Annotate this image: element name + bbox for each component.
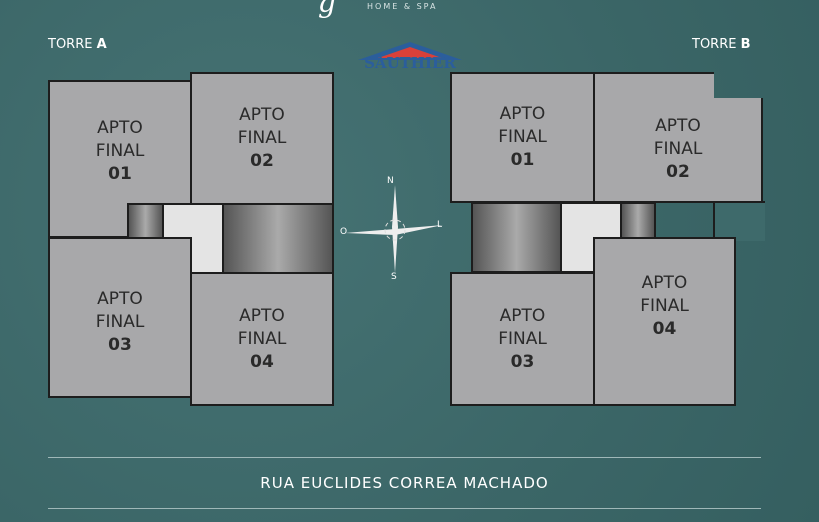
street-line-top	[48, 457, 761, 458]
compass-s: S	[391, 272, 397, 282]
torre-a-core-right	[222, 203, 334, 274]
torre-b-notch	[713, 201, 765, 241]
sauthier-logo: SAUTHIER	[358, 38, 462, 74]
torre-b-label: TORRE B	[692, 37, 751, 52]
street-line-bottom	[48, 508, 761, 509]
compass-rose-icon	[345, 185, 445, 279]
brand-subtitle: HOME & SPA	[367, 2, 438, 11]
torre-b-core-left	[471, 202, 562, 273]
compass-l: L	[437, 220, 443, 230]
compass-n: N	[387, 176, 394, 186]
torre-a-label: TORRE A	[48, 37, 107, 52]
brand-script: g	[318, 0, 336, 19]
compass-o: O	[340, 227, 348, 237]
street-name: RUA EUCLIDES CORREA MACHADO	[260, 474, 549, 492]
